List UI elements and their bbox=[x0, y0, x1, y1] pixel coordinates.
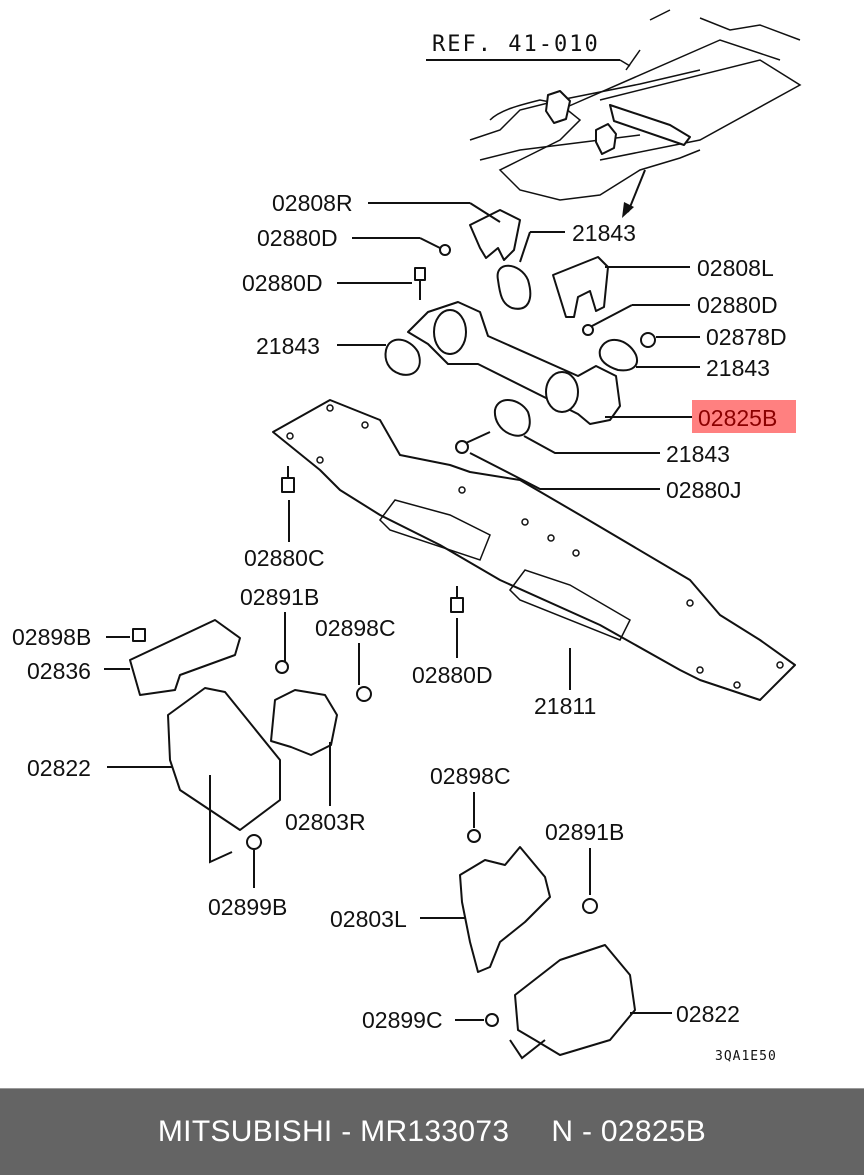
label-21843-b[interactable]: 21843 bbox=[706, 355, 770, 381]
label-02880D-c[interactable]: 02880D bbox=[697, 292, 778, 318]
label-21843-c[interactable]: 21843 bbox=[256, 333, 320, 359]
label-21843-a[interactable]: 21843 bbox=[572, 220, 636, 246]
insulator-21843-d bbox=[493, 399, 531, 437]
label-21843-d[interactable]: 21843 bbox=[666, 441, 730, 467]
label-02803L[interactable]: 02803L bbox=[330, 906, 407, 932]
bracket-02808L bbox=[552, 256, 609, 318]
label-02898B[interactable]: 02898B bbox=[12, 624, 91, 650]
footer-separator: - bbox=[341, 1115, 352, 1148]
nut-02878D bbox=[640, 332, 656, 348]
nut-02898B bbox=[132, 628, 146, 642]
label-02880D-a[interactable]: 02880D bbox=[257, 225, 338, 251]
label-02808R[interactable]: 02808R bbox=[272, 190, 353, 216]
bolt-02899B bbox=[246, 834, 262, 850]
bolt-02880D-d bbox=[450, 597, 464, 613]
label-02891B-b[interactable]: 02891B bbox=[545, 819, 624, 845]
parts-diagram: REF. 41-010 02808R 02880D 02880D 21843 0… bbox=[12, 9, 802, 1064]
label-02836[interactable]: 02836 bbox=[27, 658, 91, 684]
insulator-21843-a bbox=[496, 264, 532, 310]
label-02803R[interactable]: 02803R bbox=[285, 809, 366, 835]
label-21811[interactable]: 21811 bbox=[534, 693, 596, 719]
bracket-02803R bbox=[270, 689, 338, 756]
drawing-code: 3QA1E50 bbox=[715, 1049, 777, 1064]
insulator-21843-c bbox=[384, 338, 421, 376]
label-02825B[interactable]: 02825B bbox=[698, 405, 777, 431]
bolt-02880D-a bbox=[439, 244, 451, 256]
label-02822-b[interactable]: 02822 bbox=[676, 1001, 740, 1027]
bolt-02891B-a bbox=[275, 660, 289, 674]
label-02880J[interactable]: 02880J bbox=[666, 477, 741, 503]
engine-mount-02822-a bbox=[167, 687, 281, 831]
label-02899B[interactable]: 02899B bbox=[208, 894, 287, 920]
footer-part-number: MR133073 bbox=[360, 1115, 510, 1148]
label-02822-a[interactable]: 02822 bbox=[27, 755, 91, 781]
label-02808L[interactable]: 02808L bbox=[697, 255, 774, 281]
label-02899C[interactable]: 02899C bbox=[362, 1007, 443, 1033]
bolt-02891B-b bbox=[582, 898, 598, 914]
bracket-02803L bbox=[459, 846, 551, 973]
crossmember-sketch bbox=[609, 104, 691, 146]
label-02898C-a[interactable]: 02898C bbox=[315, 615, 396, 641]
footer-position-prefix: N bbox=[551, 1115, 574, 1148]
heat-shield-02836 bbox=[129, 619, 241, 696]
bolt-02880C bbox=[281, 477, 295, 493]
label-02880D-b[interactable]: 02880D bbox=[242, 270, 323, 296]
nut-02898C-b bbox=[467, 829, 481, 843]
highlight-box bbox=[692, 400, 796, 433]
engine-mount-02822-b bbox=[514, 944, 636, 1056]
bolt-02880D-c bbox=[582, 324, 594, 336]
part-info-footer: MITSUBISHI - MR133073 N - 02825B bbox=[0, 1088, 864, 1175]
label-02880C[interactable]: 02880C bbox=[244, 545, 325, 571]
mount-02825B bbox=[407, 301, 621, 425]
footer-position-number: 02825B bbox=[600, 1115, 707, 1148]
nut-02898C-a bbox=[356, 686, 372, 702]
bolt-02880D-b bbox=[414, 267, 426, 281]
label-02891B-a[interactable]: 02891B bbox=[240, 584, 319, 610]
footer-brand: MITSUBISHI bbox=[157, 1115, 333, 1148]
bolt-02880J bbox=[455, 440, 469, 454]
reference-frame-sketch: REF. 41-010 bbox=[426, 9, 802, 218]
label-02898C-b[interactable]: 02898C bbox=[430, 763, 511, 789]
bracket-02808R bbox=[469, 209, 521, 261]
label-02880D-d[interactable]: 02880D bbox=[412, 662, 493, 688]
arrow-down-icon bbox=[622, 202, 634, 218]
bolt-02899C bbox=[485, 1013, 499, 1027]
label-02878D[interactable]: 02878D bbox=[706, 324, 787, 350]
reference-label: REF. 41-010 bbox=[432, 32, 600, 57]
mount-sketch-center bbox=[595, 123, 617, 155]
mount-sketch-left bbox=[545, 90, 571, 124]
footer-separator-2: - bbox=[581, 1115, 593, 1148]
insulator-21843-b bbox=[598, 339, 638, 372]
crossmember-21811 bbox=[272, 399, 796, 701]
